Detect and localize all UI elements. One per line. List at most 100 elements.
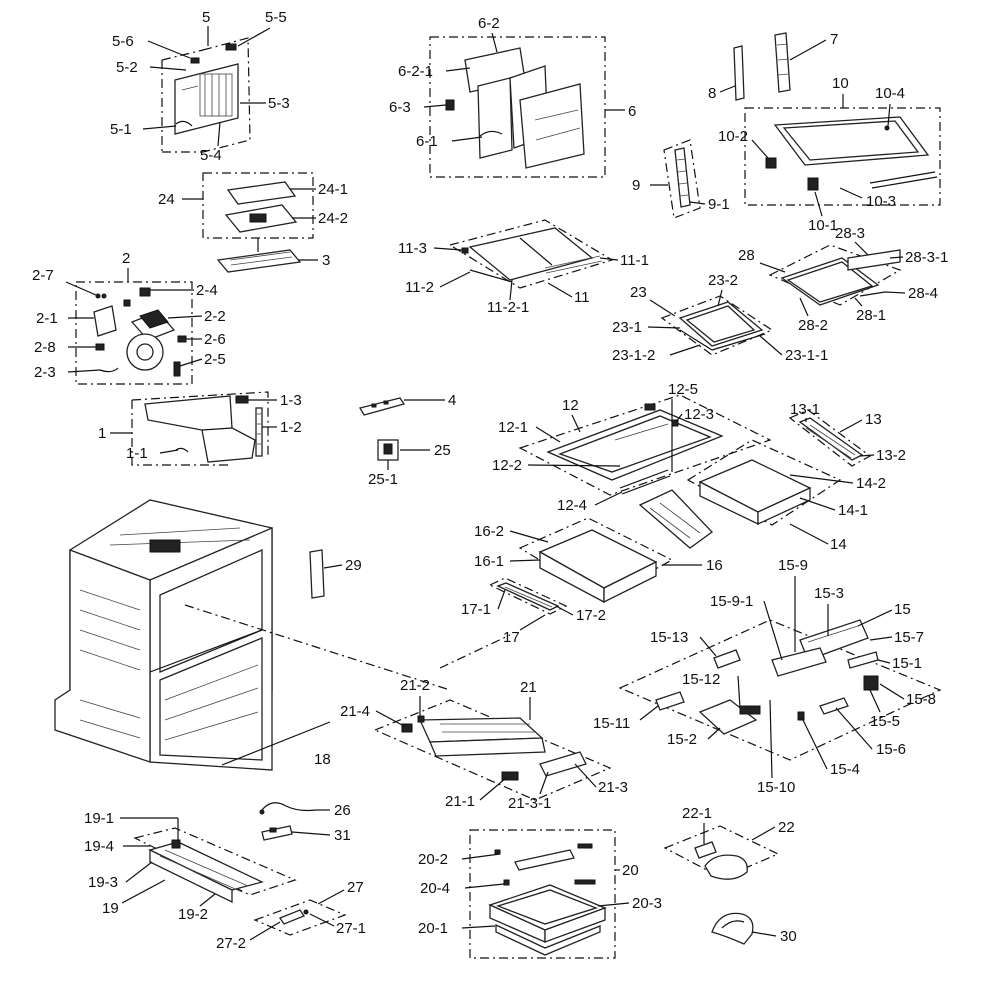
label-19-1: 19-1 [84,810,114,827]
label-22: 22 [778,819,795,836]
part-group-7-8 [733,32,791,101]
label-15-9: 15-9 [778,557,808,574]
label-20-1: 20-1 [418,920,448,937]
part-31 [261,825,293,841]
label-2-6: 2-6 [204,331,226,348]
label-2: 2 [122,250,130,267]
label-14-1: 14-1 [838,502,868,519]
label-11: 11 [574,289,590,306]
label-19: 19 [102,900,119,917]
label-12-1: 12-1 [498,419,528,436]
label-2-8: 2-8 [34,339,56,356]
part-29 [309,549,325,599]
label-17-1: 17-1 [461,601,491,618]
label-28-2: 28-2 [798,317,828,334]
label-24-1: 24-1 [318,181,348,198]
part-group-2 [75,281,193,385]
label-7: 7 [830,31,838,48]
label-13-1: 13-1 [790,401,820,418]
label-2-2: 2-2 [204,308,226,325]
part-26 [259,802,317,815]
label-28-3: 28-3 [835,225,865,242]
label-2-5: 2-5 [204,351,226,368]
label-11-3: 11-3 [398,240,427,257]
label-14: 14 [830,536,847,553]
label-11-2: 11-2 [405,279,434,296]
part-group-22 [663,825,780,880]
label-20-2: 20-2 [418,851,448,868]
label-1-1: 1-1 [126,445,148,462]
label-20: 20 [622,862,639,879]
label-15-3: 15-3 [814,585,844,602]
label-11-2-1: 11-2-1 [487,299,529,316]
label-2-7: 2-7 [32,267,54,284]
label-6-2: 6-2 [478,15,500,32]
part-group-20 [469,829,616,959]
part-group-17 [488,577,568,615]
label-21-4: 21-4 [340,703,370,720]
label-21-1: 21-1 [445,793,475,810]
label-3: 3 [322,252,330,269]
label-1: 1 [98,425,106,442]
part-group-28 [768,244,902,306]
label-13: 13 [865,411,882,428]
part-group-24 [202,172,314,273]
label-30: 30 [780,928,797,945]
label-23-1: 23-1 [612,319,642,336]
label-10-4: 10-4 [875,85,905,102]
label-2-1: 2-1 [36,310,58,327]
label-15-12: 15-12 [682,671,720,688]
label-16-1: 16-1 [474,553,504,570]
label-4: 4 [448,392,456,409]
label-15-10: 15-10 [757,779,795,796]
label-10-2: 10-2 [718,128,748,145]
label-20-3: 20-3 [632,895,662,912]
label-23: 23 [630,284,647,301]
label-6-2-1: 6-2-1 [398,63,433,80]
label-10-1: 10-1 [808,217,838,234]
label-12-5: 12-5 [668,381,698,398]
label-28: 28 [738,247,755,264]
label-21-2: 21-2 [400,677,430,694]
label-28-1: 28-1 [856,307,886,324]
part-group-9 [663,139,701,219]
part-25 [377,439,399,461]
label-15-7: 15-7 [894,629,924,646]
label-12-4: 12-4 [557,497,587,514]
label-19-3: 19-3 [88,874,118,891]
label-23-1-1: 23-1-1 [785,347,828,364]
label-27: 27 [347,879,364,896]
label-19-4: 19-4 [84,838,114,855]
label-21: 21 [520,679,537,696]
label-15-6: 15-6 [876,741,906,758]
part-group-13 [788,409,872,467]
label-1-3: 1-3 [280,392,302,409]
label-22-1: 22-1 [682,805,712,822]
label-27-1: 27-1 [336,920,366,937]
label-1-2: 1-2 [280,419,302,436]
label-15-8: 15-8 [906,691,936,708]
part-group-27 [253,899,347,936]
label-15-13: 15-13 [650,629,688,646]
label-15-4: 15-4 [830,761,860,778]
label-25: 25 [434,442,451,459]
label-6: 6 [628,103,636,120]
part-cabinet [54,499,273,771]
label-5-2: 5-2 [116,59,138,76]
label-10: 10 [832,75,849,92]
part-30 [711,912,754,945]
label-6-3: 6-3 [389,99,411,116]
label-12-3: 12-3 [684,406,714,423]
label-5: 5 [202,9,210,26]
label-15-9-1: 15-9-1 [710,593,753,610]
label-8: 8 [708,85,716,102]
part-group-15 [618,619,942,761]
part-group-6 [429,36,606,178]
label-24: 24 [158,191,175,208]
label-15-5: 15-5 [870,713,900,730]
label-13-2: 13-2 [876,447,906,464]
label-5-4: 5-4 [200,147,222,164]
part-4 [359,397,406,416]
label-5-5: 5-5 [265,9,287,26]
